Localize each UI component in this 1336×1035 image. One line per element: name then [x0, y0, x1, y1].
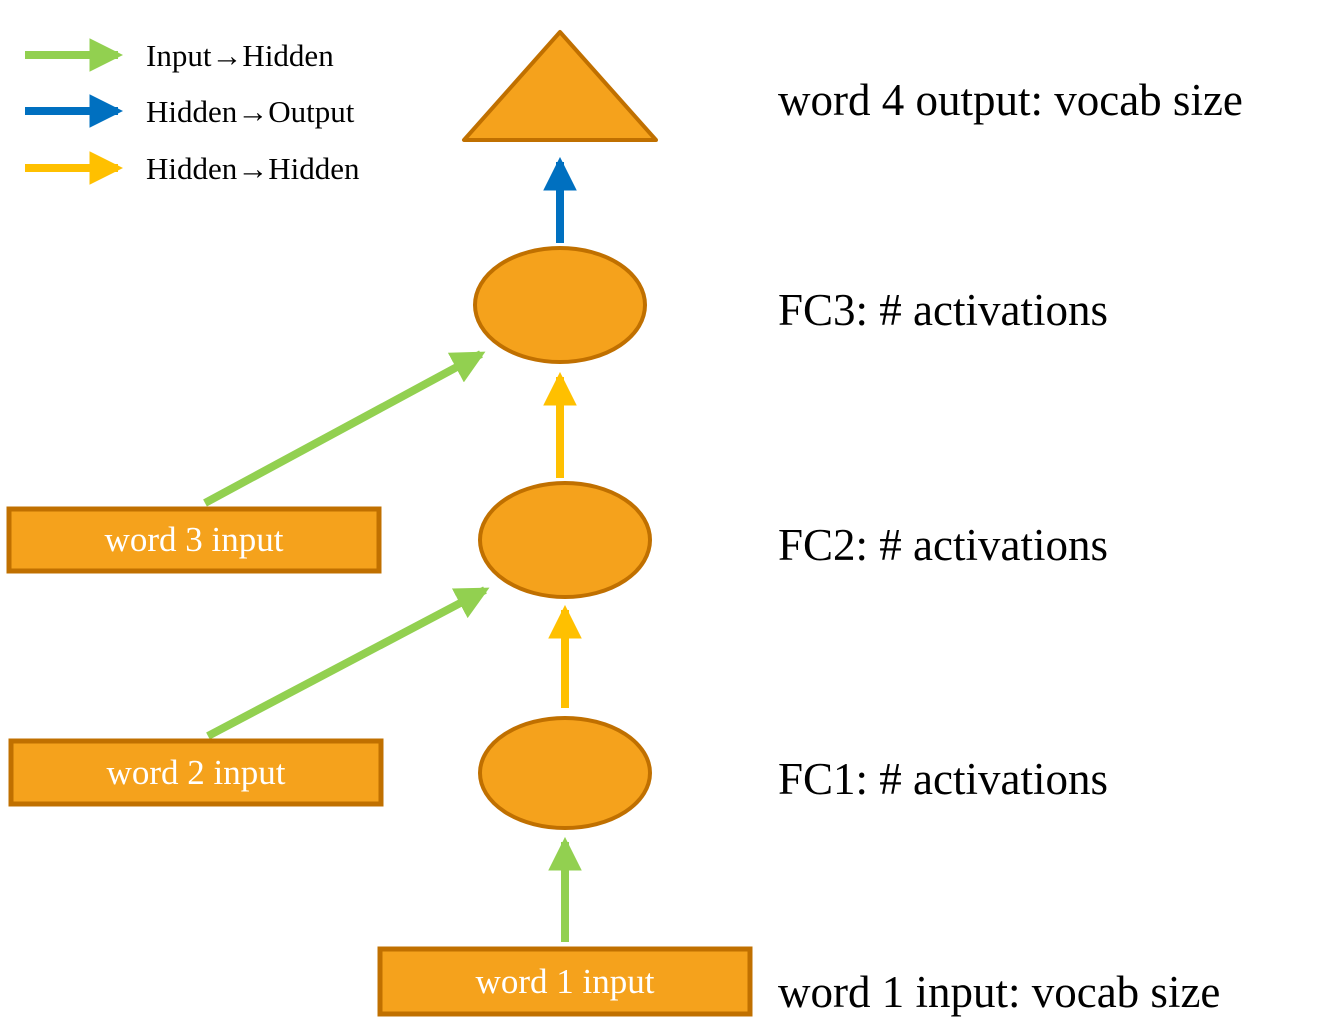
word3-input-box-border	[6, 506, 382, 574]
legend-label-input-hidden: Input→Hidden	[146, 38, 334, 73]
output-triangle	[464, 32, 656, 140]
word2-input-box	[11, 741, 381, 804]
fc3-annotation: FC3: # activations	[778, 285, 1108, 335]
fc1-annotation: FC1: # activations	[778, 754, 1108, 804]
word3-input-label: word 3 input	[104, 520, 284, 559]
word1-annotation: word 1 input: vocab size	[778, 967, 1221, 1017]
fc2-node	[480, 483, 650, 597]
legend-label-hidden-hidden: Hidden→Hidden	[146, 151, 360, 186]
word1-input-box-border	[377, 946, 753, 1017]
fc1-node-border	[478, 716, 652, 830]
word2-input-box-border	[8, 738, 384, 807]
word2-input-label: word 2 input	[106, 752, 286, 792]
word1-input-box	[380, 949, 750, 1014]
word1-input-label: word 1 input	[475, 961, 655, 1001]
fc1-node	[480, 718, 650, 828]
legend-label-hidden-output: Hidden→Output	[146, 94, 355, 129]
fc2-annotation: FC2: # activations	[778, 520, 1108, 570]
arrow-word2-to-fc2	[206, 586, 490, 740]
fc3-node	[475, 248, 645, 362]
output-triangle-border	[462, 30, 658, 142]
fc2-node-border	[478, 481, 652, 599]
arrow-word3-to-fc3	[203, 350, 486, 507]
word3-input-box	[9, 509, 379, 571]
fc3-node-border	[473, 246, 647, 364]
output-annotation: word 4 output: vocab size	[778, 75, 1243, 125]
